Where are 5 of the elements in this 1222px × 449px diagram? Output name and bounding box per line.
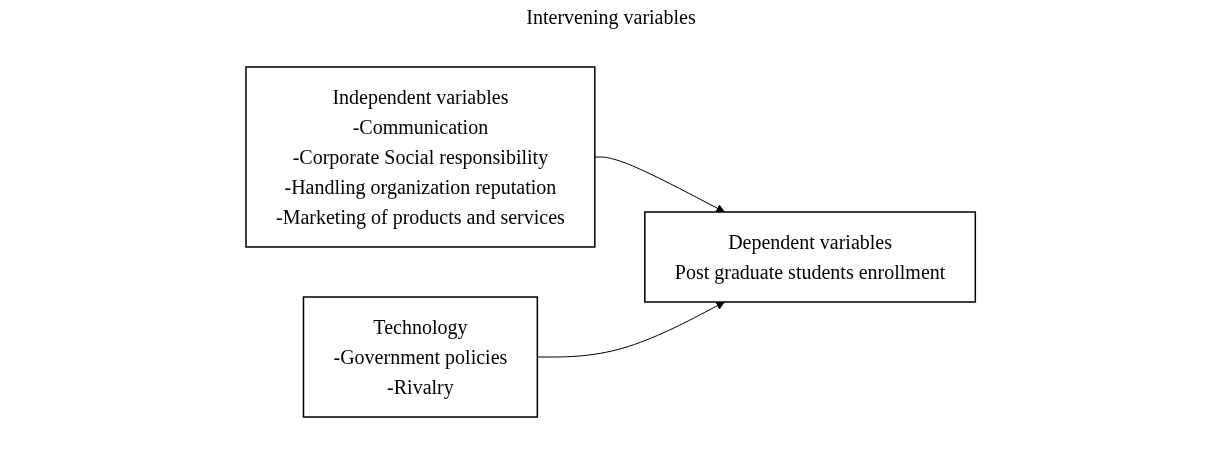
arrow: [537, 301, 726, 358]
node-box: Independent variables -Communication -Corporate Social responsibility -Handling organization reputation -Marketing of products and services: [245, 66, 596, 248]
node-box: Dependent variables Post graduate students enrollment: [644, 211, 977, 303]
node-box: Technology -Government policies -Rivalry: [303, 296, 539, 418]
group-heading: Intervening variables: [526, 6, 696, 28]
